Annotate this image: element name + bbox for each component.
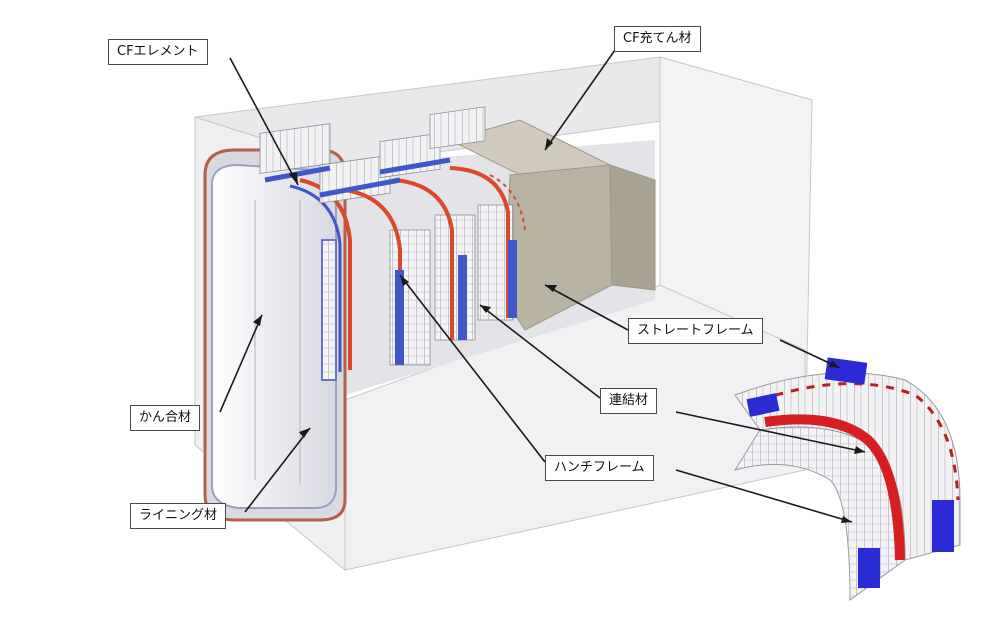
leader-cf-element [229,57,299,186]
haunch-frame-2 [344,188,402,365]
inset-red-dashes [759,382,960,501]
leader-connecting [479,304,601,399]
label-lining-member: ライニング材 [130,503,227,529]
cf-element-wall-3 [434,214,476,341]
straight-frame-3 [458,255,467,340]
label-can-joint: かん合材 [130,405,201,431]
label-cf-element: CFエレメント [108,39,208,65]
lining-shell [203,148,347,522]
cf-element-top-4 [429,106,486,150]
arrowhead [480,305,491,313]
cf-elements [259,106,526,381]
straight-frame-top-1 [264,165,331,183]
detail-inset [733,357,961,601]
arrowhead [841,516,852,523]
leader-cf-filler [544,49,616,151]
element-edge-dashes [489,174,526,231]
label-connecting-member: 連結材 [600,388,658,414]
haunch-frame-3 [394,178,454,340]
leader-lining [244,427,311,513]
cf-element-wall-1 [321,239,337,381]
arrowhead [545,285,557,292]
label-cf-filler: CF充てん材 [614,26,701,52]
cf-element-top-1 [259,123,331,174]
haunch-frame-4 [449,166,510,318]
straight-frame-4 [508,240,517,318]
arrowhead [545,138,553,150]
cf-filler-block [448,119,656,331]
straight-frame-top-2 [319,177,401,198]
leader-haunch-inset [675,469,853,523]
inset-red-haunch [764,414,905,561]
arrowhead [829,360,840,368]
leader-connecting-inset [675,411,866,453]
straight-frame-2 [395,270,404,365]
label-haunch-frame: ハンチフレーム [545,455,654,481]
leader-lines [219,49,866,523]
arrowhead [299,428,310,438]
inset-blue-block-4 [858,548,880,588]
leader-can-joint [219,314,263,413]
arrowhead [854,446,865,454]
arrowhead [289,172,298,185]
haunch-frame-1-blue [289,184,342,372]
straight-frame-top-3 [379,157,451,175]
can-joint-seam [254,200,301,485]
arrowhead [253,315,262,326]
leader-straight-frame [544,284,629,331]
inset-blue-block-2 [746,393,780,417]
label-straight-frame: ストレートフレーム [628,318,763,344]
inset-blue-block-3 [932,500,954,552]
leader-haunch [399,274,546,463]
haunch-frame-1 [299,178,352,370]
leader-arrowheads [253,138,865,523]
leader-straight-frame-inset [779,339,841,369]
lining-inner [211,163,337,509]
arrowhead [400,275,409,286]
filler-side [609,164,656,291]
